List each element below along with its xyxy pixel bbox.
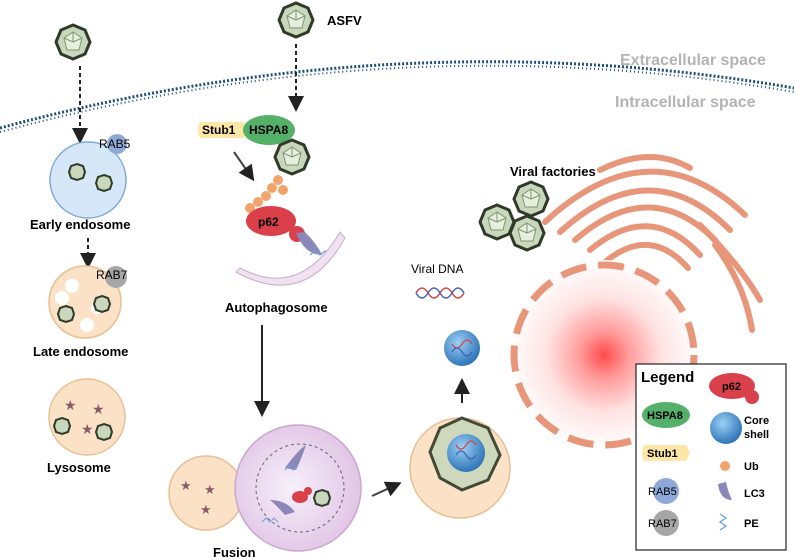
dna-icon bbox=[415, 287, 465, 299]
legend-pe-icon bbox=[718, 513, 728, 531]
legend-p62-label: p62 bbox=[722, 381, 741, 393]
svg-text:★: ★ bbox=[204, 482, 216, 497]
svg-text:★: ★ bbox=[200, 502, 212, 517]
stub1-hspa8-complex: Stub1 HSPA8 bbox=[198, 115, 295, 145]
virus-icon bbox=[313, 489, 331, 507]
ubiquitin-chain bbox=[245, 175, 288, 213]
virus-icon bbox=[68, 163, 86, 181]
virus-icon-cargo bbox=[273, 138, 311, 176]
legend-lc3-label: LC3 bbox=[744, 488, 765, 500]
late-endosome-label: Late endosome bbox=[33, 344, 128, 359]
svg-text:★: ★ bbox=[64, 397, 77, 413]
lysosome-label: Lysosome bbox=[47, 460, 111, 475]
uncoating-vesicle bbox=[409, 416, 511, 519]
legend-core-label: Core bbox=[744, 415, 769, 427]
rab7-marker bbox=[105, 266, 127, 288]
endoplasmic-reticulum bbox=[542, 154, 763, 333]
legend-rab5-icon bbox=[653, 478, 679, 504]
legend: Legend p62 HSPA8 Core shell Stub1 Ub RAB… bbox=[635, 363, 787, 551]
virus-icon-endocytosis bbox=[54, 23, 92, 61]
virus-icon bbox=[53, 417, 71, 435]
rab5-marker bbox=[107, 134, 127, 154]
legend-lc3-icon bbox=[718, 482, 732, 500]
phagophore-membrane bbox=[235, 231, 346, 286]
plasma-membrane-inner bbox=[0, 64, 794, 133]
rab7-label: RAB7 bbox=[96, 268, 128, 282]
legend-rab7-label: RAB7 bbox=[648, 518, 677, 530]
legend-hspa8-icon bbox=[642, 402, 690, 428]
core-shell-icon bbox=[444, 330, 480, 366]
legend-stub1-icon bbox=[642, 445, 690, 461]
plasma-membrane bbox=[0, 60, 794, 130]
p62-label: p62 bbox=[258, 215, 279, 229]
legend-stub1-label: Stub1 bbox=[647, 448, 678, 460]
rab5-label: RAB5 bbox=[99, 137, 131, 151]
lc3-icon bbox=[296, 232, 322, 255]
p62-protein: p62 bbox=[246, 206, 305, 242]
legend-ub-icon bbox=[720, 461, 730, 471]
virus-icon-asfv bbox=[277, 1, 315, 39]
viral-factories-label: Viral factories bbox=[510, 164, 596, 179]
svg-text:★: ★ bbox=[180, 478, 192, 493]
hspa8-label: HSPA8 bbox=[249, 123, 288, 137]
legend-hspa8-label: HSPA8 bbox=[647, 410, 683, 422]
lysosome: ★ ★ ★ bbox=[48, 378, 126, 456]
legend-core-shell-icon bbox=[710, 412, 742, 444]
lc3-icon bbox=[285, 445, 306, 470]
virus-icon bbox=[508, 214, 546, 252]
virus-icon bbox=[93, 295, 111, 313]
virus-icon bbox=[95, 423, 113, 441]
autolysosome bbox=[234, 424, 362, 552]
legend-rab7-icon bbox=[653, 510, 679, 536]
autophagosome-label: Autophagosome bbox=[225, 300, 328, 315]
asfv-label: ASFV bbox=[327, 13, 362, 28]
svg-text:★: ★ bbox=[81, 421, 94, 437]
early-endosome: RAB5 bbox=[49, 134, 131, 219]
legend-shell-label: shell bbox=[744, 429, 769, 441]
viral-dna-label: Viral DNA bbox=[411, 262, 463, 276]
virus-icon bbox=[57, 305, 75, 323]
early-endosome-label: Early endosome bbox=[30, 217, 130, 232]
legend-title: Legend bbox=[641, 369, 694, 386]
virus-icon bbox=[95, 174, 113, 192]
lc3-icon bbox=[270, 500, 295, 515]
fusion-label: Fusion bbox=[213, 545, 256, 560]
legend-p62-icon bbox=[709, 373, 755, 399]
arrow-icon bbox=[371, 481, 402, 497]
late-endosome: RAB7 bbox=[48, 265, 128, 339]
intracellular-label: Intracellular space bbox=[615, 94, 756, 111]
extracellular-label: Extracellular space bbox=[620, 52, 766, 69]
stub1-label: Stub1 bbox=[202, 123, 236, 137]
legend-rab5-label: RAB5 bbox=[648, 486, 677, 498]
virus-icon bbox=[512, 180, 550, 218]
arrow-icon bbox=[233, 151, 255, 182]
legend-ub-label: Ub bbox=[744, 461, 759, 473]
core-shell-icon bbox=[447, 434, 485, 472]
legend-pe-label: PE bbox=[744, 518, 759, 530]
svg-text:★: ★ bbox=[92, 401, 105, 417]
lysosome-fusing: ★ ★ ★ bbox=[168, 455, 244, 531]
